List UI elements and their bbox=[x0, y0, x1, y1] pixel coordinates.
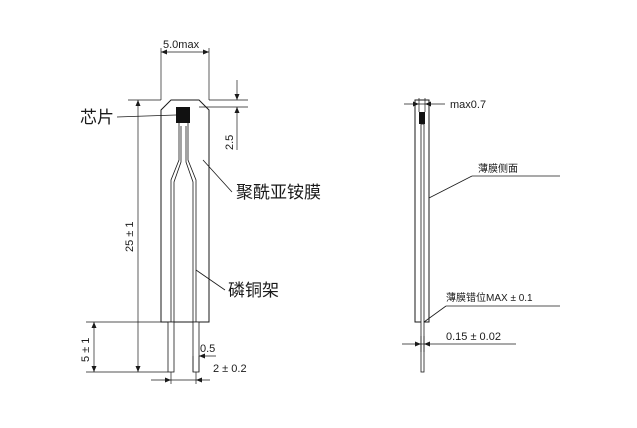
chip-side bbox=[419, 112, 425, 124]
film-side-label: 薄膜侧面 bbox=[478, 162, 518, 175]
phosphor-bronze-frame-label: 磷铜架 bbox=[228, 281, 279, 301]
film-misalignment-label: 薄膜错位MAX ± 0.1 bbox=[446, 291, 533, 304]
frame-leader bbox=[195, 269, 226, 291]
lead-frame-left bbox=[170, 123, 180, 322]
body-length-label: 25 ± 1 bbox=[124, 221, 136, 252]
polyimide-film-label: 聚酰亚铵膜 bbox=[236, 183, 321, 203]
lead-right bbox=[192, 321, 200, 373]
tip-arrow-top bbox=[234, 94, 240, 100]
lead-spacing-label: 2 ± 0.2 bbox=[213, 363, 247, 375]
lead-side-profile bbox=[420, 123, 425, 373]
chip-label: 芯片 bbox=[80, 108, 114, 128]
lead-frame-right bbox=[187, 123, 197, 322]
tip-arrow-bottom bbox=[234, 107, 240, 113]
chip-die bbox=[176, 107, 190, 123]
lead-width-label: 0.5 bbox=[200, 343, 215, 355]
film-side-leader bbox=[428, 175, 473, 199]
chip-thickness-arrow-right bbox=[425, 101, 431, 107]
lead-thickness-arrow-left bbox=[415, 341, 421, 347]
chip-leader bbox=[116, 114, 177, 118]
left-view: 5.0max 2.5 25 ± 1 5 ± 1 bbox=[80, 39, 321, 384]
lead-arrow-top bbox=[91, 322, 97, 328]
film-leader bbox=[202, 159, 233, 193]
lead-thickness-label: 0.15 ± 0.02 bbox=[446, 331, 501, 343]
chip-thickness-label: max0.7 bbox=[450, 99, 486, 111]
body-arrow-top bbox=[135, 100, 141, 106]
spacing-arrow-right bbox=[196, 377, 202, 383]
spacing-arrow-left bbox=[165, 377, 171, 383]
lead-arrow-bottom bbox=[91, 366, 97, 372]
width-arrow-right bbox=[203, 49, 209, 55]
lead-frame-left-inner bbox=[173, 126, 182, 322]
lead-length-label: 5 ± 1 bbox=[80, 338, 92, 362]
polyimide-film-outline bbox=[160, 99, 210, 323]
lead-frame-right-inner bbox=[185, 126, 194, 322]
right-view: max0.7 薄膜侧面 薄膜错位MAX ± 0.1 0.15 ± 0.02 bbox=[402, 98, 560, 373]
width-arrow-left bbox=[161, 49, 167, 55]
body-arrow-bottom bbox=[135, 366, 141, 372]
lead-width-arrow bbox=[199, 353, 205, 359]
tip-offset-label: 2.5 bbox=[224, 135, 236, 150]
width-top-label: 5.0max bbox=[163, 39, 200, 51]
lead-left bbox=[167, 321, 175, 373]
lead-thickness-arrow-right bbox=[424, 341, 430, 347]
chip-thickness-arrow-left bbox=[413, 101, 419, 107]
misalignment-leader bbox=[423, 305, 447, 323]
